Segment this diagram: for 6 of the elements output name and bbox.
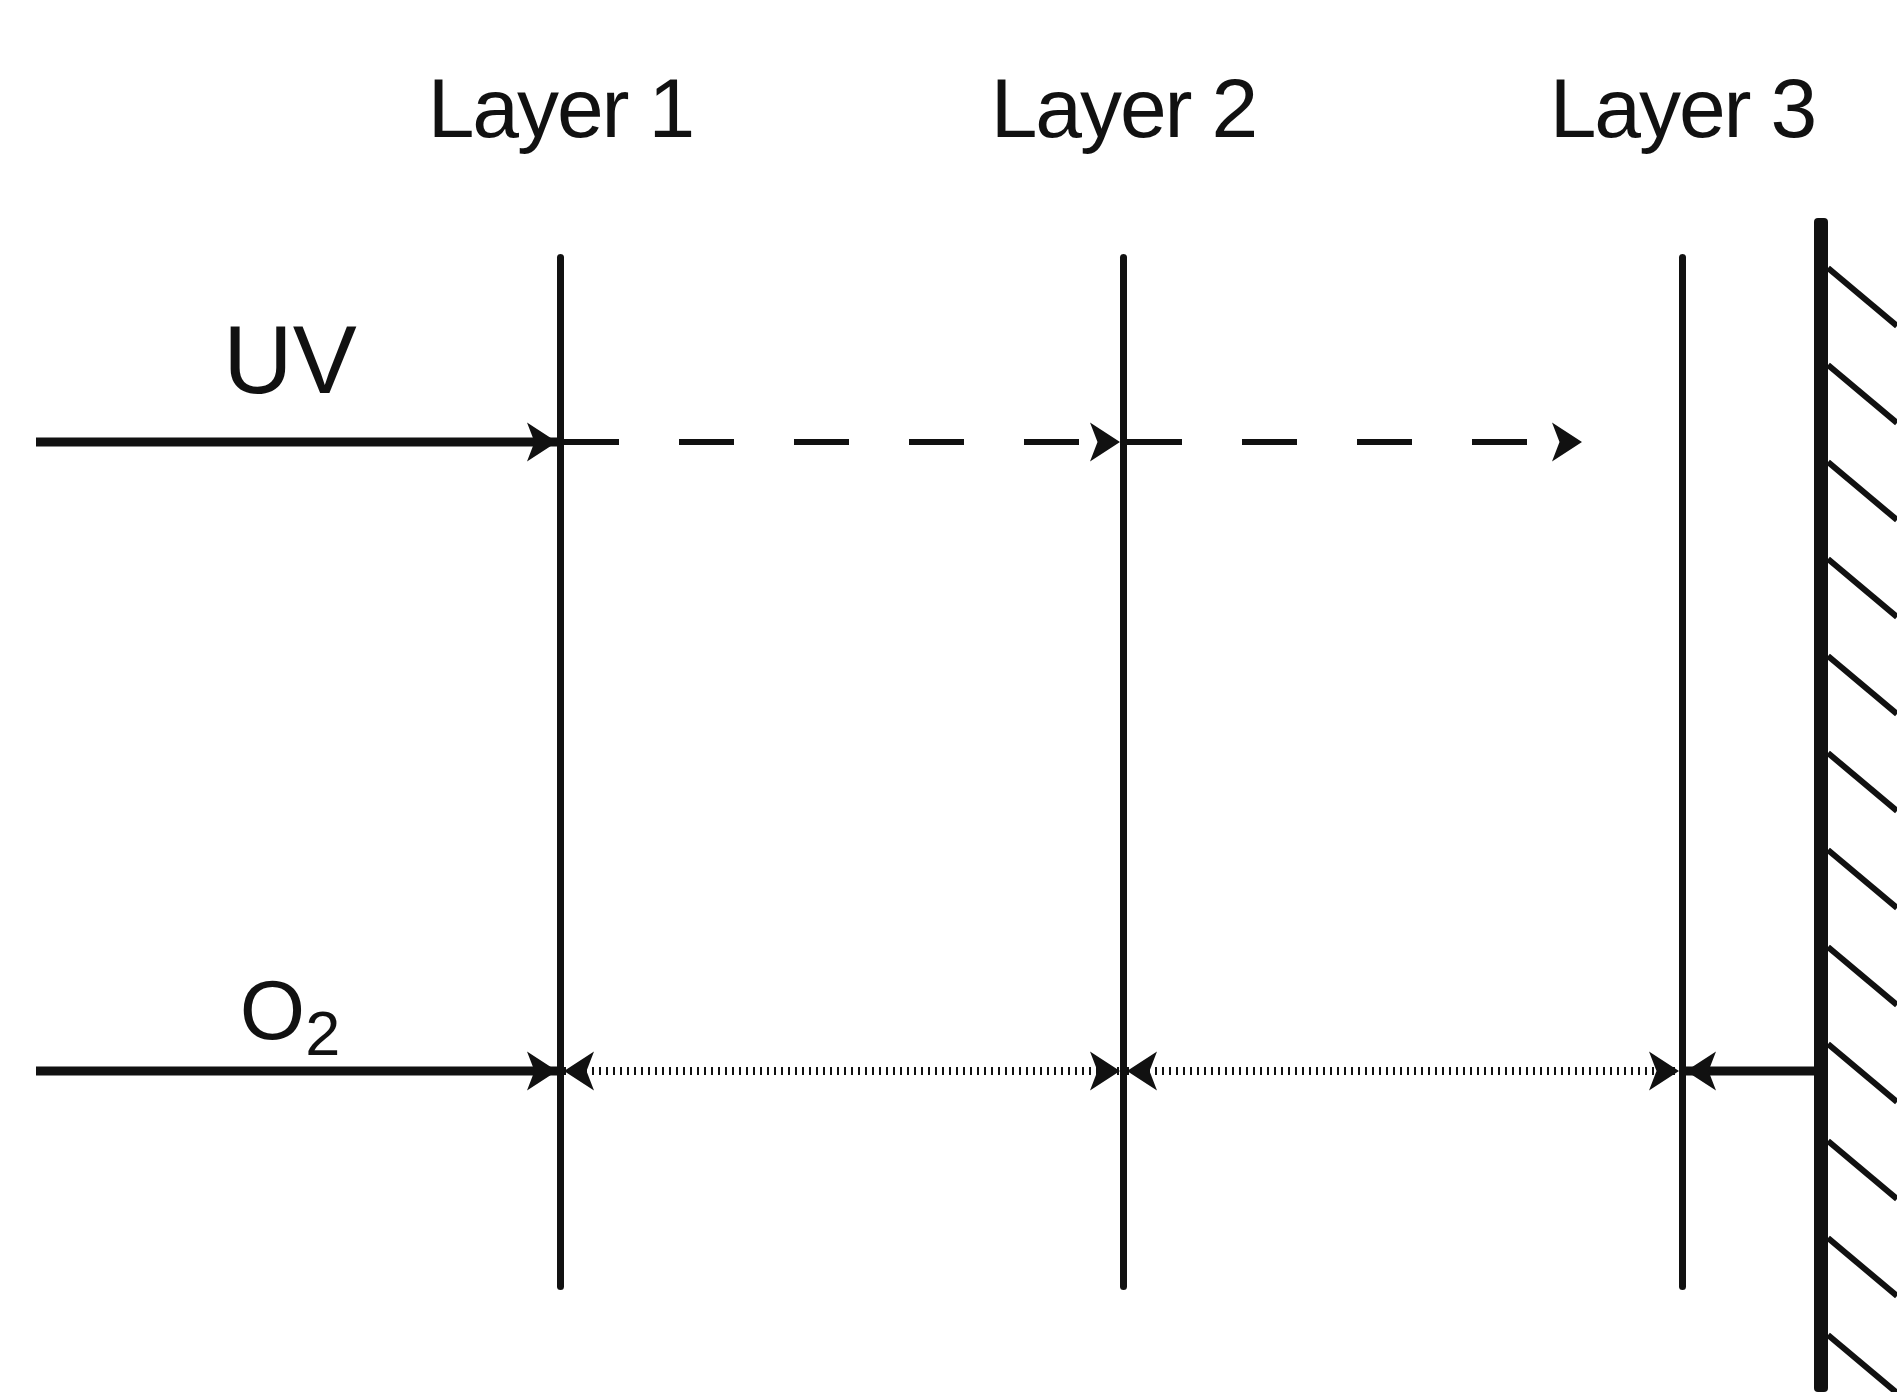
arrow — [36, 422, 557, 462]
wall-bar — [1814, 218, 1828, 1392]
arrow — [36, 1051, 557, 1091]
arrow — [564, 422, 1120, 462]
arrow — [1686, 1051, 1814, 1091]
arrow — [1127, 422, 1582, 462]
